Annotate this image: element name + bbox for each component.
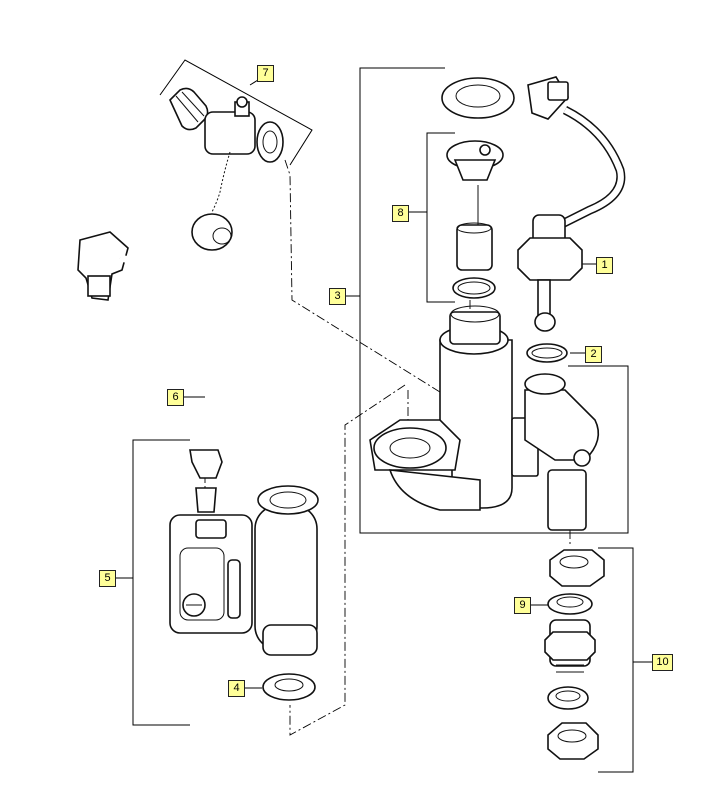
callout-7: 7 [257, 65, 274, 82]
callout-6: 6 [167, 389, 184, 406]
fitting-stack [544, 549, 605, 760]
manifold-body [369, 77, 600, 531]
bracket-group-7 [159, 59, 313, 166]
leader-lines [183, 263, 596, 689]
bracket-group-3 [345, 67, 629, 534]
bracket-group-8 [408, 132, 455, 303]
pump-assembly [169, 449, 319, 656]
callout-10: 10 [652, 654, 673, 671]
sensor-switch [517, 76, 626, 332]
callout-4: 4 [228, 680, 245, 697]
bracket-group-5 [115, 439, 190, 726]
pump-washer [262, 673, 316, 701]
o-ring [526, 343, 568, 363]
bracket-group-10 [598, 547, 652, 773]
callout-3: 3 [329, 288, 346, 305]
callout-9: 9 [514, 597, 531, 614]
sensor-cable [77, 231, 216, 438]
drain-cock-assembly [169, 87, 284, 251]
callout-2: 2 [585, 346, 602, 363]
valve-insert [446, 140, 504, 299]
callout-5: 5 [99, 570, 116, 587]
callout-8: 8 [392, 205, 409, 222]
callout-1: 1 [596, 257, 613, 274]
